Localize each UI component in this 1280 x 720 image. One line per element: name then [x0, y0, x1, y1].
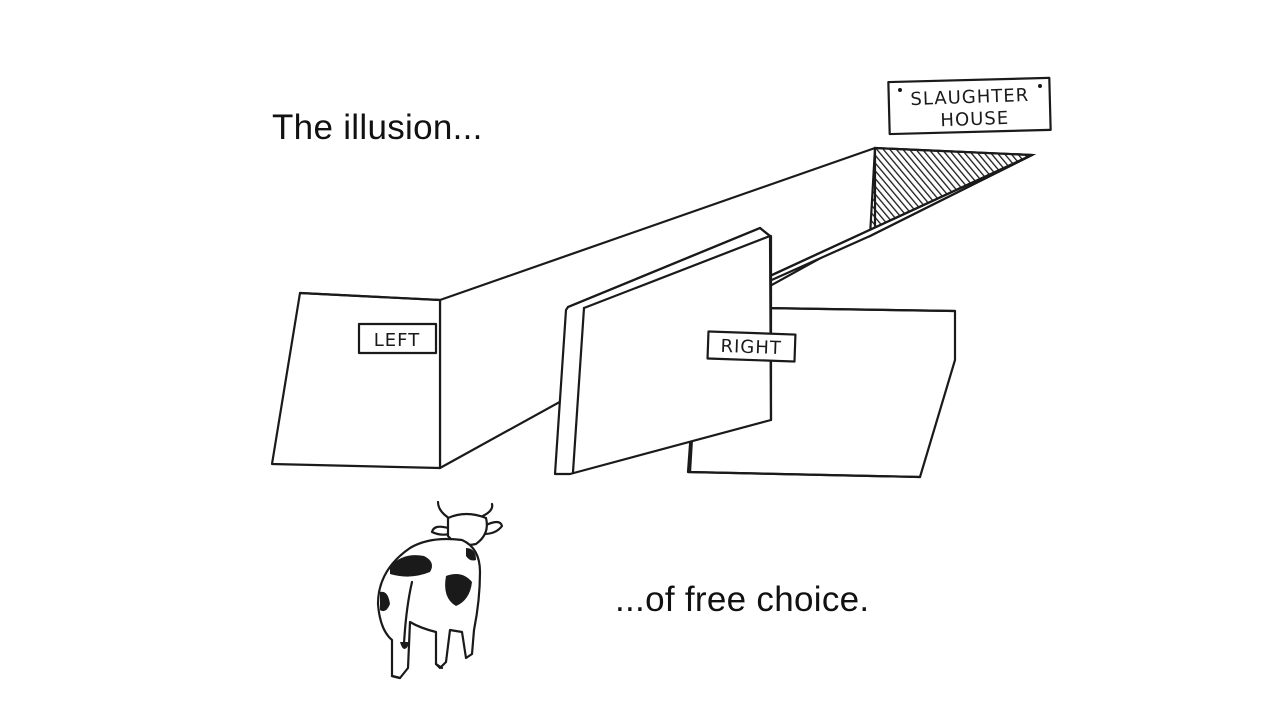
caption-top: The illusion... — [272, 108, 483, 147]
cow-illustration — [376, 500, 504, 680]
slaughterhouse-sign-line2: HOUSE — [940, 108, 1009, 131]
center-divider-wall — [553, 226, 773, 476]
slaughterhouse-sign: SLAUGHTER HOUSE — [887, 76, 1052, 136]
caption-bottom: ...of free choice. — [615, 580, 870, 619]
right-sign-label: RIGHT — [720, 336, 782, 359]
left-sign-label: LEFT — [374, 330, 420, 351]
slaughterhouse-sign-line1: SLAUGHTER — [910, 85, 1029, 110]
left-sign: LEFT — [357, 322, 438, 355]
right-sign: RIGHT — [706, 330, 797, 363]
